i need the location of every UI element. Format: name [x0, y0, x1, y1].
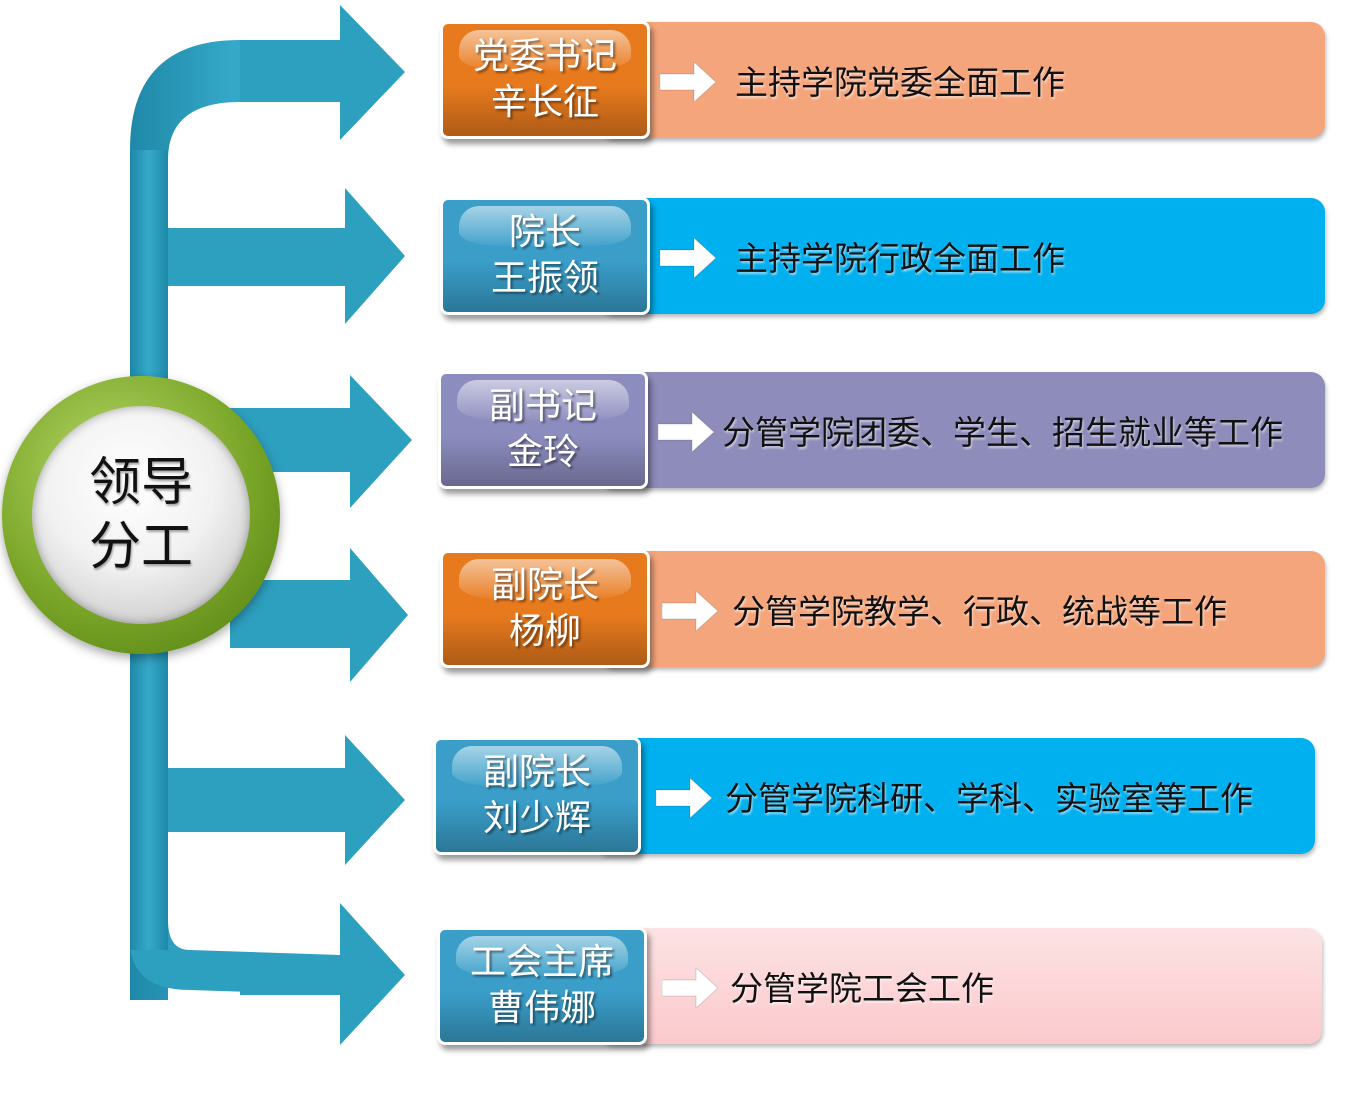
- row-bar-4: [600, 551, 1325, 667]
- role-title: 副院长: [490, 565, 599, 606]
- center-label: 领导 分工: [88, 453, 193, 577]
- role-box-2: 院长王振领: [440, 197, 650, 315]
- row-bar-1: [600, 22, 1325, 138]
- role-title: 工会主席: [469, 942, 614, 983]
- arrow-right-icon: [660, 238, 716, 278]
- row-description-6: 分管学院工会工作: [730, 969, 994, 1008]
- role-box-5: 副院长刘少辉: [433, 737, 641, 855]
- row-bar-3: [600, 372, 1325, 488]
- row-description-4: 分管学院教学、行政、统战等工作: [732, 592, 1227, 631]
- row-bar-6: [600, 928, 1322, 1044]
- role-title: 党委书记: [472, 36, 617, 77]
- row-description-5: 分管学院科研、学科、实验室等工作: [725, 779, 1253, 818]
- person-name: 金玲: [506, 432, 579, 473]
- center-node: 领导 分工: [2, 376, 280, 654]
- role-box-6: 工会主席曹伟娜: [437, 927, 647, 1045]
- row-description-2: 主持学院行政全面工作: [735, 239, 1065, 278]
- arrow-right-icon: [662, 591, 718, 631]
- connector-arrow-1: [240, 5, 405, 140]
- person-name: 杨柳: [508, 611, 581, 652]
- role-box-1: 党委书记辛长征: [440, 21, 650, 139]
- arrow-right-icon: [662, 968, 718, 1008]
- person-name: 刘少辉: [482, 798, 591, 839]
- arrow-right-icon: [658, 412, 714, 452]
- role-title: 副书记: [488, 386, 597, 427]
- person-name: 辛长征: [490, 82, 599, 123]
- arrow-right-icon: [660, 62, 716, 102]
- person-name: 曹伟娜: [487, 988, 596, 1029]
- connector-arrow-5: [168, 735, 405, 865]
- role-box-4: 副院长杨柳: [440, 550, 650, 668]
- role-box-3: 副书记金玲: [438, 371, 648, 489]
- connector-arrow-4: [230, 548, 408, 682]
- row-bar-2: [600, 198, 1325, 314]
- role-title: 副院长: [482, 752, 591, 793]
- person-name: 王振领: [490, 258, 599, 299]
- connector-arrow-6: [240, 903, 405, 1045]
- role-title: 院长: [508, 212, 581, 253]
- connector-arrow-2: [168, 188, 405, 324]
- row-description-1: 主持学院党委全面工作: [735, 63, 1065, 102]
- row-bar-5: [595, 738, 1315, 854]
- row-description-3: 分管学院团委、学生、招生就业等工作: [722, 413, 1283, 452]
- arrow-right-icon: [656, 778, 712, 818]
- connector-arrow-3: [230, 375, 412, 508]
